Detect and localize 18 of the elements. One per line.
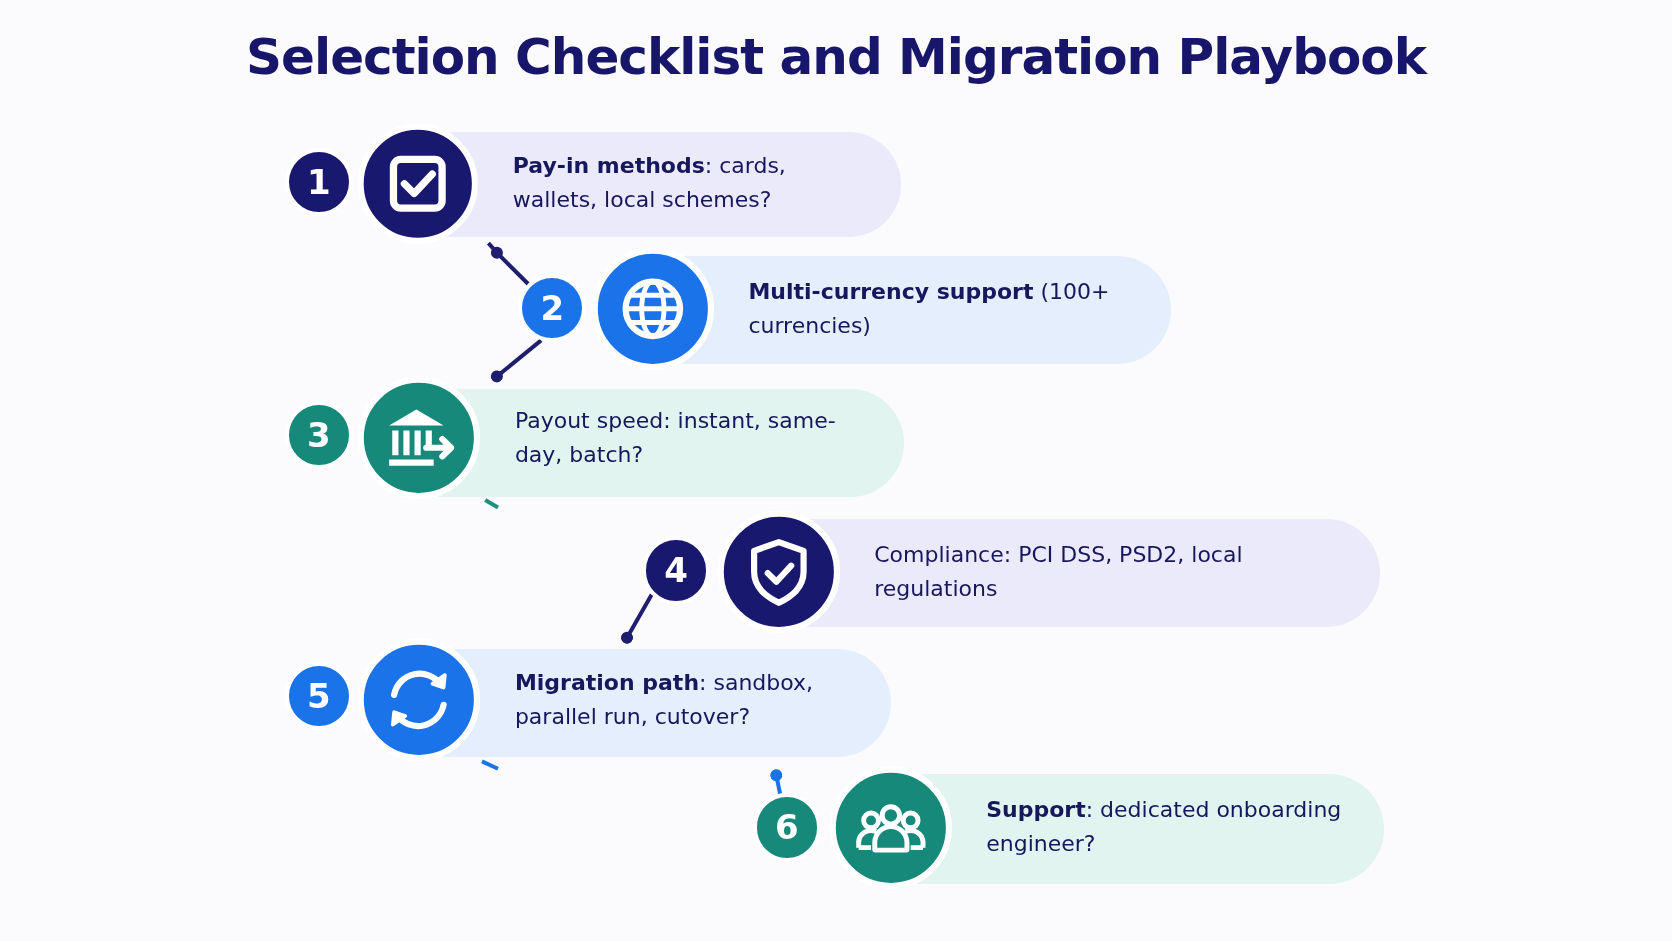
number-badge: 4 <box>641 536 711 605</box>
connector-line <box>621 593 654 644</box>
item-text: Multi-currency support (100+ currencies) <box>748 278 1111 341</box>
number-badge: 5 <box>284 662 353 731</box>
title: Selection Checklist and Migration Playbook <box>245 28 1429 86</box>
item-text: Payout speed: instant, same-day, batch? <box>514 407 837 470</box>
connector-line <box>484 498 499 510</box>
number-badge: 6 <box>752 793 822 862</box>
item-text: Migration path: sandbox, parallel run, cutover? <box>514 668 815 731</box>
item-text: Compliance: PCI DSS, PSD2, local regulations <box>874 540 1244 603</box>
number-badge: 2 <box>518 274 587 343</box>
item-text: Pay-in methods: cards, wallets, local schemes? <box>512 152 787 215</box>
number-badge: 1 <box>284 148 353 217</box>
connector-line <box>490 338 543 383</box>
item-text: Support: dedicated onboarding engineer? <box>986 796 1343 859</box>
connector-line <box>770 769 783 795</box>
number-badge: 3 <box>284 400 353 470</box>
connector-line <box>481 759 499 771</box>
